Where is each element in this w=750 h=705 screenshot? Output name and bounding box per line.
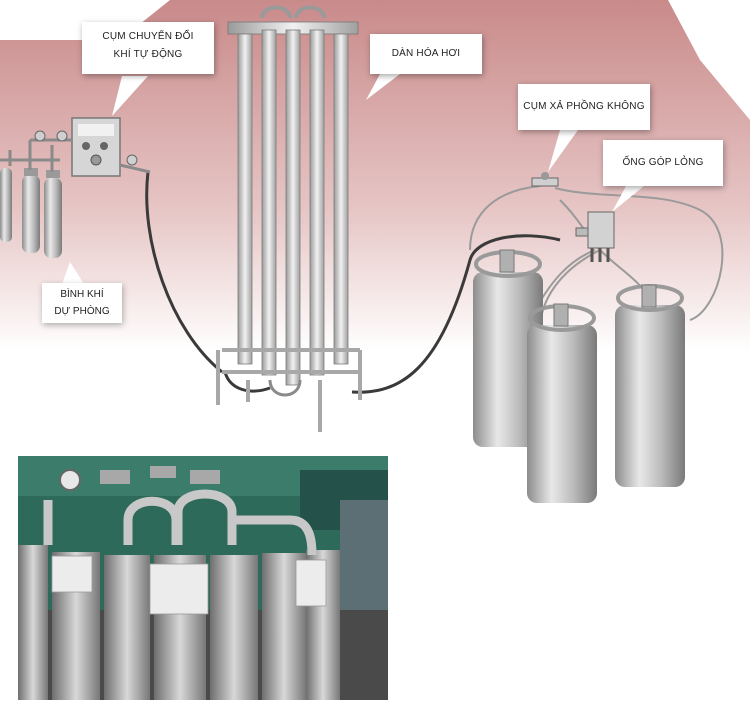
callout-backup-line2: DỰ PHÒNG [54, 306, 110, 317]
backdrop-right-cut [668, 0, 750, 120]
callout-vaporizer-text: DÀN HÓA HƠI [391, 48, 461, 59]
callout-vent: CỤM XẢ PHỒNG KHÔNG [518, 84, 650, 130]
liquid-cylinders [473, 249, 685, 503]
callout-backup-line1: BÌNH KHÍ [60, 289, 104, 300]
liquid-cylinder-2 [527, 303, 597, 503]
callout-vent-text: CỤM XẢ PHỒNG KHÔNG [523, 101, 645, 112]
callout-liquid-manifold: ỐNG GÓP LỎNG [603, 140, 723, 186]
hose-lines [145, 171, 561, 394]
vent-unit [531, 172, 559, 187]
liquid-cylinder-3 [615, 284, 685, 487]
callout-pointers [62, 74, 644, 284]
switchover-panel [30, 117, 151, 177]
photo-inset [18, 456, 388, 700]
callout-liquid-manifold-text: ỐNG GÓP LỎNG [622, 157, 704, 168]
callout-vaporizer: DÀN HÓA HƠI [370, 34, 482, 74]
liquid-cylinder-1 [473, 249, 543, 447]
backup-cylinders [0, 140, 62, 258]
liquid-manifold [575, 211, 615, 262]
callout-switchover: CỤM CHUYỂN ĐỔI KHÍ TỰ ĐỘNG [82, 22, 214, 74]
callout-backup-cylinders: BÌNH KHÍ DỰ PHÒNG [42, 283, 122, 323]
callout-switchover-line1: CỤM CHUYỂN ĐỔI [102, 31, 194, 42]
vaporizer [216, 5, 362, 432]
callout-switchover-line2: KHÍ TỰ ĐỘNG [113, 49, 183, 60]
